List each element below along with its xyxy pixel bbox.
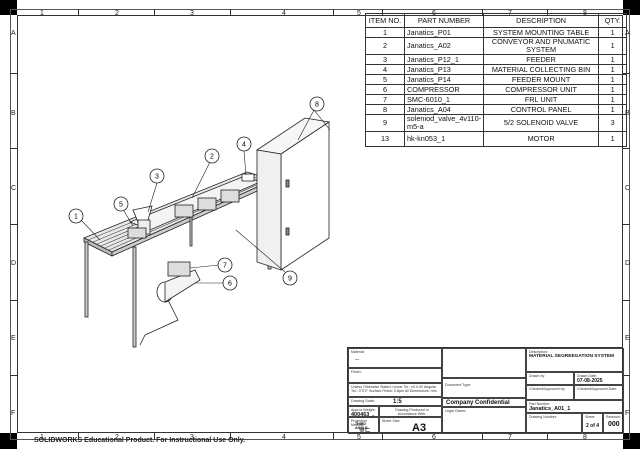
zone-divider: [78, 9, 79, 15]
balloon-label: 2: [210, 154, 214, 161]
zone-divider: [10, 224, 17, 225]
zone-divider: [230, 9, 231, 15]
zone-column-label: 3: [190, 434, 194, 441]
zone-divider: [10, 375, 17, 376]
zone-divider: [482, 9, 483, 15]
balloon-7: [217, 257, 233, 273]
zone-divider: [623, 375, 630, 376]
balloon-label: 8: [315, 102, 319, 109]
zone-row-label: D: [11, 260, 17, 267]
zone-row-label: C: [625, 185, 631, 192]
third-angle-projection-icon: ⊕⊏: [359, 427, 371, 434]
corner-mark: [623, 433, 640, 449]
zone-row-label: D: [625, 260, 631, 267]
zone-row-label: F: [625, 410, 630, 417]
balloon-label: 9: [288, 276, 292, 283]
zone-row-label: E: [625, 335, 630, 342]
scale-value: 1:5: [393, 399, 402, 405]
zone-divider: [154, 433, 155, 440]
zone-divider: [333, 9, 334, 15]
balloon-4: [236, 136, 252, 152]
bom-qty: 1: [598, 131, 628, 147]
zone-column-label: 2: [115, 10, 119, 17]
balloon-label: 6: [228, 281, 232, 288]
zone-row-label: A: [11, 30, 16, 37]
balloon-3: [149, 168, 165, 184]
revision-value: 000: [608, 421, 620, 428]
zone-column-label: 6: [432, 434, 436, 441]
confidential-label: Company Confidential: [446, 400, 510, 406]
bom-part-number: hk-kn053_1: [403, 131, 485, 147]
zone-column-label: 1: [40, 434, 44, 441]
zone-row-label: A: [625, 30, 630, 37]
zone-divider: [547, 433, 548, 440]
zone-divider: [623, 148, 630, 149]
balloon-9: [282, 270, 298, 286]
table-leg: [84, 241, 89, 318]
zone-row-label: E: [11, 335, 16, 342]
drawn-date-value: 07-08-2025: [577, 378, 603, 384]
title-block: Material:-- Finish: Unless Otherwise Sta…: [347, 347, 624, 434]
balloon-label: 3: [155, 174, 159, 181]
sheet-size-value: A3: [412, 422, 427, 434]
zone-divider: [230, 433, 231, 440]
corner-mark: [0, 0, 17, 15]
zone-column-label: 5: [357, 10, 361, 17]
zone-divider: [547, 9, 548, 15]
balloon-6: [222, 275, 238, 291]
material-value: --: [355, 357, 359, 363]
sheet-value: 2 of 4: [586, 423, 600, 429]
zone-column-label: 1: [40, 10, 44, 17]
zone-column-label: 4: [282, 434, 286, 441]
balloon-label: 4: [242, 142, 246, 149]
zone-divider: [10, 300, 17, 301]
zone-column-label: 5: [357, 434, 361, 441]
zone-row-label: F: [11, 410, 16, 417]
collecting-bin: [241, 173, 255, 182]
balloon-1: [68, 208, 84, 224]
part-number-value: Janatics_A01_1: [529, 406, 571, 412]
balloon-2: [204, 148, 220, 164]
zone-divider: [78, 433, 79, 440]
table-leg: [132, 246, 137, 348]
weight-value: 400463: [351, 412, 370, 418]
balloon-5: [113, 196, 129, 212]
zone-divider: [623, 300, 630, 301]
balloon-label: 1: [74, 214, 78, 221]
zone-divider: [382, 9, 383, 15]
zone-row-label: B: [11, 110, 16, 117]
inner-border: [17, 15, 623, 433]
balloon-label: 5: [119, 202, 123, 209]
zone-divider: [382, 433, 383, 440]
zone-divider: [10, 148, 17, 149]
description-value: MATERIAL SEGREEGATION SYSTEM: [529, 354, 615, 359]
zone-divider: [482, 433, 483, 440]
zone-divider: [623, 224, 630, 225]
balloon-8: [309, 96, 325, 112]
zone-divider: [333, 433, 334, 440]
zone-divider: [10, 73, 17, 74]
zone-column-label: 4: [282, 10, 286, 17]
zone-column-label: 3: [190, 10, 194, 17]
corner-mark: [623, 0, 640, 15]
zone-row-label: B: [625, 110, 630, 117]
zone-row-label: C: [11, 185, 17, 192]
corner-mark: [0, 433, 17, 449]
balloon-label: 7: [223, 263, 227, 270]
zone-column-label: 7: [508, 434, 512, 441]
zone-column-label: 8: [583, 434, 587, 441]
frl-unit: [167, 261, 191, 277]
feeder-mount: [127, 227, 147, 239]
zone-column-label: 2: [115, 434, 119, 441]
zone-divider: [154, 9, 155, 15]
educational-watermark: SOLIDWORKS Educational Product. For Inst…: [34, 437, 246, 444]
